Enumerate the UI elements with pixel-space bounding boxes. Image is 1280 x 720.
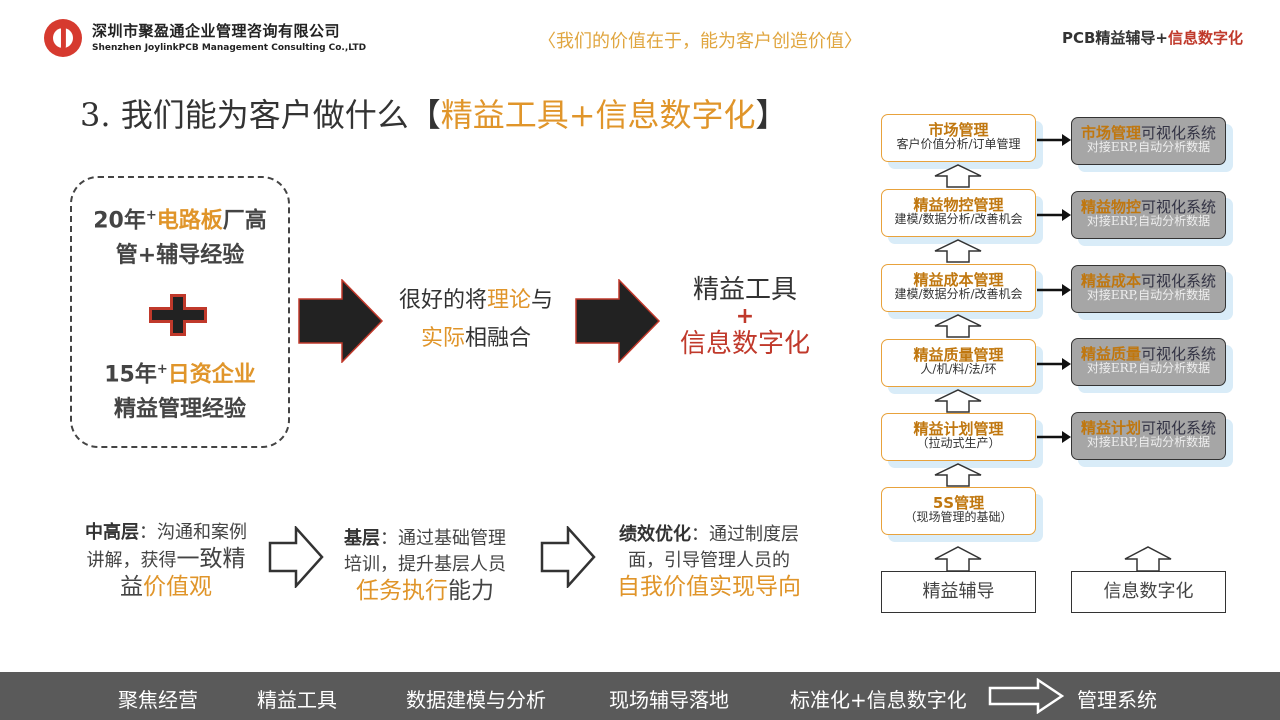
footer-item-onsite: 现场辅导落地	[609, 688, 729, 712]
arrow-right-icon	[1037, 134, 1071, 146]
page-title: 3. 我们能为客户做什么【精益工具+信息数字化】	[80, 96, 788, 134]
result-text: 精益工具 + 信息数字化	[679, 275, 810, 359]
arrow-up-outline-icon	[934, 546, 982, 572]
company-name-cn: 深圳市聚盈通企业管理咨询有限公司	[92, 22, 341, 40]
performance-text: 绩效优化：通过制度层 面，引导管理人员的 自我价值实现导向	[617, 524, 801, 600]
base-level-text: 基层：通过基础管理 培训，提升基层人员 任务执行能力	[344, 528, 506, 604]
footer-item-focus: 聚焦经营	[118, 688, 198, 712]
footer-item-standardization: 标准化+信息数字化	[790, 688, 967, 712]
system-box-material: 精益物控可视化系统对接ERP,自动分析数据	[1071, 191, 1226, 239]
arrow-right-outline-icon	[988, 678, 1064, 714]
arrow-right-icon	[1037, 209, 1071, 221]
mid-level-text: 中高层：沟通和案例 讲解，获得一致精 益价值观	[85, 522, 247, 600]
slogan: 〈我们的价值在于，能为客户创造价值〉	[538, 31, 862, 52]
diagram-box-material: 精益物控管理建模/数据分析/改善机会	[881, 189, 1036, 237]
header-tag: PCB精益辅导+信息数字化	[1062, 29, 1244, 47]
arrow-right-outline-icon	[268, 526, 324, 588]
system-box-quality: 精益质量可视化系统对接ERP,自动分析数据	[1071, 338, 1226, 386]
diagram-box-5s: 5S管理（现场管理的基础）	[881, 487, 1036, 535]
arrow-right-icon	[1037, 431, 1071, 443]
diagram-box-market: 市场管理客户价值分析/订单管理	[881, 114, 1036, 162]
lean-coaching-box: 精益辅导	[881, 571, 1036, 613]
company-name-en: Shenzhen JoylinkPCB Management Consultin…	[92, 43, 367, 53]
arrow-up-outline-icon	[934, 239, 982, 263]
footer-bar	[0, 672, 1280, 720]
experience-text-2: 15年+日资企业 精益管理经验	[104, 362, 256, 423]
experience-text-1: 20年+电路板厂高 管+辅导经验	[93, 208, 267, 269]
arrow-right-outline-icon	[540, 526, 596, 588]
diagram-box-plan: 精益计划管理（拉动式生产）	[881, 413, 1036, 461]
arrow-up-outline-icon	[1124, 546, 1172, 572]
system-box-market: 市场管理可视化系统对接ERP,自动分析数据	[1071, 117, 1226, 165]
theory-practice-text: 很好的将理论与 实际相融合	[398, 288, 554, 351]
diagram-box-cost: 精益成本管理建模/数据分析/改善机会	[881, 264, 1036, 312]
arrow-up-outline-icon	[934, 164, 982, 188]
arrow-up-outline-icon	[934, 463, 982, 487]
logo-letter-icon: J	[57, 23, 70, 53]
footer-item-data-modeling: 数据建模与分析	[406, 688, 546, 712]
arrow-up-outline-icon	[934, 314, 982, 338]
system-box-cost: 精益成本可视化系统对接ERP,自动分析数据	[1071, 265, 1226, 313]
diagram-box-quality: 精益质量管理人/机/料/法/环	[881, 339, 1036, 387]
arrow-right-icon	[1037, 358, 1071, 370]
arrow-right-icon	[298, 279, 384, 363]
footer-item-lean-tools: 精益工具	[257, 688, 337, 712]
arrow-up-outline-icon	[934, 389, 982, 413]
digitalization-box: 信息数字化	[1071, 571, 1226, 613]
arrow-right-icon	[1037, 284, 1071, 296]
system-box-plan: 精益计划可视化系统对接ERP,自动分析数据	[1071, 412, 1226, 460]
arrow-right-icon	[575, 279, 661, 363]
footer-item-management-system: 管理系统	[1077, 688, 1157, 712]
experience-box	[70, 176, 290, 448]
plus-icon-vertical	[173, 297, 183, 333]
company-logo	[44, 19, 82, 57]
